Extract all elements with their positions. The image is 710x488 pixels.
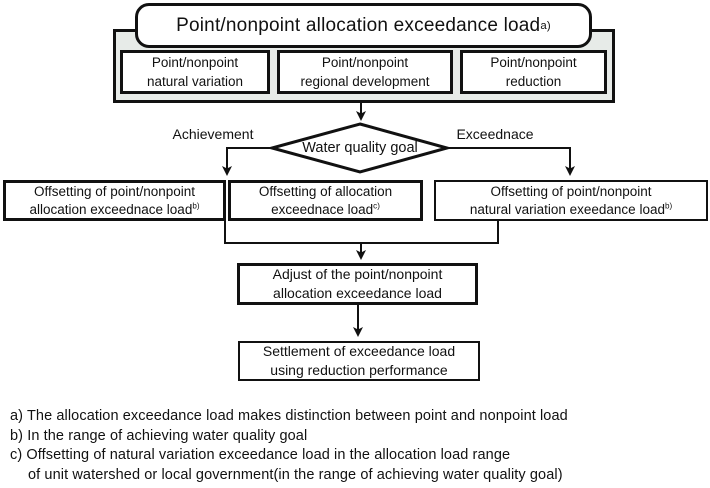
box-natural-variation: Point/nonpoint natural variation bbox=[120, 50, 270, 94]
box-adjust-load: Adjust of the point/nonpoint allocation … bbox=[237, 263, 478, 305]
decision-label: Water quality goal bbox=[302, 140, 418, 156]
box-line: regional development bbox=[300, 74, 430, 89]
footnote-ref: b) bbox=[664, 201, 673, 210]
title-box: Point/nonpoint allocation exceedance loa… bbox=[135, 3, 592, 48]
branch-label-achievement: Achievement bbox=[172, 126, 254, 142]
box-regional-development: Point/nonpoint regional development bbox=[277, 50, 453, 94]
box-offset-allocation-exceednace: Offsetting of point/nonpoint allocation … bbox=[3, 180, 226, 221]
box-line: reduction bbox=[505, 74, 562, 89]
box-line: Offsetting of allocation bbox=[258, 183, 393, 199]
footnotes: a) The allocation exceedance load makes … bbox=[10, 407, 705, 485]
box-line: using reduction performance bbox=[270, 362, 448, 378]
box-line: natural variation exeedance loadb) bbox=[469, 201, 673, 217]
footnote-ref: b) bbox=[192, 201, 200, 210]
branch-achievement-line bbox=[222, 147, 272, 176]
box-offset-allocation: Offsetting of allocation exceednace load… bbox=[228, 180, 423, 221]
box-settlement-load: Settlement of exceedance load using redu… bbox=[238, 341, 480, 381]
box-line: allocation exceednace loadb) bbox=[29, 201, 200, 217]
title-text: Point/nonpoint allocation exceedance loa… bbox=[176, 14, 541, 36]
box-line: Offsetting of point/nonpoint bbox=[33, 183, 196, 199]
footnote-a: a) The allocation exceedance load makes … bbox=[10, 408, 568, 424]
decision-diamond bbox=[266, 122, 453, 174]
box-line: allocation exceedance load bbox=[273, 285, 442, 301]
box-offset-natural-variation: Offsetting of point/nonpoint natural var… bbox=[434, 180, 708, 221]
box-reduction: Point/nonpoint reduction bbox=[460, 50, 607, 94]
merge-connector-line bbox=[224, 221, 499, 244]
branch-exceednace-line bbox=[447, 147, 575, 176]
footnote-c-continued: of unit watershed or local government(in… bbox=[28, 466, 563, 483]
box-line: Offsetting of point/nonpoint bbox=[490, 183, 652, 199]
box-line: Adjust of the point/nonpoint bbox=[272, 266, 443, 282]
box-line: Point/nonpoint bbox=[490, 55, 577, 70]
box-line: exceednace loadc) bbox=[271, 201, 380, 217]
footnote-c: c) Offsetting of natural variation excee… bbox=[10, 447, 511, 463]
box-line: natural variation bbox=[146, 74, 244, 89]
footnote-ref: c) bbox=[373, 201, 380, 210]
branch-label-exceednace: Exceednace bbox=[456, 126, 534, 142]
box-line: Settlement of exceedance load bbox=[262, 343, 456, 359]
box-line: Point/nonpoint bbox=[321, 55, 409, 70]
box-line: Point/nonpoint bbox=[151, 55, 239, 70]
footnote-b: b) In the range of achieving water quali… bbox=[10, 427, 308, 444]
